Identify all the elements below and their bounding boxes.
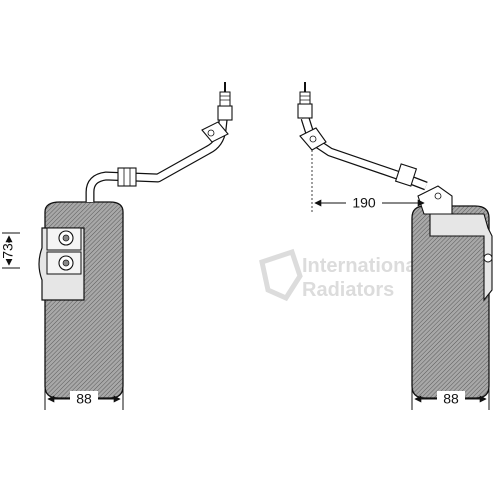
right-bracket	[429, 213, 493, 302]
right-pipe-dimension: 190	[311, 150, 425, 212]
left-height-label: 73	[0, 243, 16, 259]
right-width-label: 88	[443, 391, 459, 407]
left-height-dimension: 73	[0, 232, 20, 269]
watermark-line2: Radiators	[302, 279, 394, 301]
left-receiver-drier	[38, 82, 233, 399]
left-pipe	[85, 111, 229, 202]
watermark: International Radiators	[259, 248, 422, 302]
left-width-dimension: 88	[44, 385, 124, 410]
right-width-dimension: 88	[411, 385, 490, 410]
right-receiver-drier	[297, 82, 493, 399]
right-pipe-label: 190	[352, 195, 376, 211]
left-width-label: 88	[76, 391, 92, 407]
watermark-line1: International	[302, 255, 422, 277]
watermark-logo-icon	[259, 248, 303, 302]
